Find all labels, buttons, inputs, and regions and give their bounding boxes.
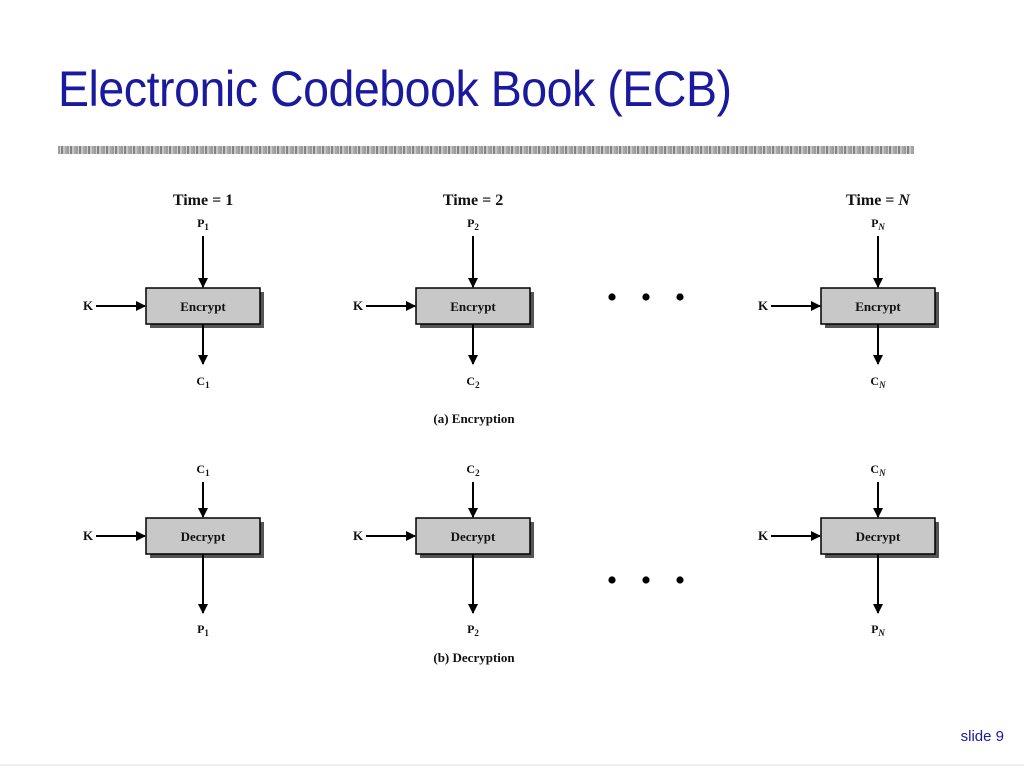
ellipsis-dot	[608, 293, 616, 301]
block-input-label: C1	[196, 462, 210, 478]
ellipsis-dot	[676, 293, 684, 301]
decryption-caption: (b) Decryption	[433, 650, 515, 665]
footer-line	[0, 764, 1024, 766]
block-output-label: P2	[467, 622, 479, 638]
cipher-box	[820, 287, 936, 325]
block-output-label: C1	[196, 374, 210, 390]
block-input-label: CN	[870, 462, 886, 478]
ellipsis-dot	[642, 293, 650, 301]
block-output-label: PN	[871, 622, 885, 638]
block-output-label: P1	[197, 622, 209, 638]
slide-number: slide 9	[960, 728, 1004, 745]
cipher-box-label: Decrypt	[856, 529, 901, 544]
key-label: K	[83, 298, 94, 313]
cipher-box	[415, 517, 531, 555]
key-label: K	[758, 298, 769, 313]
cipher-box-label: Encrypt	[450, 299, 496, 314]
block-output-label: C2	[466, 374, 480, 390]
ellipsis-dot	[608, 576, 616, 584]
block-input-label: P2	[467, 216, 479, 232]
block-input-label: P1	[197, 216, 209, 232]
ellipsis-dot	[676, 576, 684, 584]
encryption-row: Time = 1 K Encrypt Time = 2 K Encrypt Time = N…	[83, 192, 939, 426]
ellipsis-decryption	[608, 576, 684, 584]
decryption-row: K Decrypt K Decrypt K Decrypt (b) Decryption	[83, 482, 939, 665]
time-label: Time = 2	[443, 192, 503, 209]
title-divider	[58, 146, 914, 154]
cipher-box-label: Decrypt	[181, 529, 226, 544]
encryption-caption: (a) Encryption	[433, 411, 515, 426]
cipher-box-label: Encrypt	[180, 299, 226, 314]
time-label: Time = 1	[173, 192, 233, 209]
cipher-box	[145, 517, 261, 555]
cipher-box-label: Encrypt	[855, 299, 901, 314]
cipher-box-label: Decrypt	[451, 529, 496, 544]
key-label: K	[758, 528, 769, 543]
key-label: K	[353, 528, 364, 543]
time-label: Time = N	[846, 192, 911, 209]
ellipsis-dot	[642, 576, 650, 584]
block-input-label: PN	[871, 216, 885, 232]
block-output-label: CN	[870, 374, 886, 390]
slide-title: Electronic Codebook Book (ECB)	[58, 61, 732, 117]
key-label: K	[83, 528, 94, 543]
key-label: K	[353, 298, 364, 313]
ellipsis-encryption	[608, 293, 684, 301]
block-input-label: C2	[466, 462, 480, 478]
